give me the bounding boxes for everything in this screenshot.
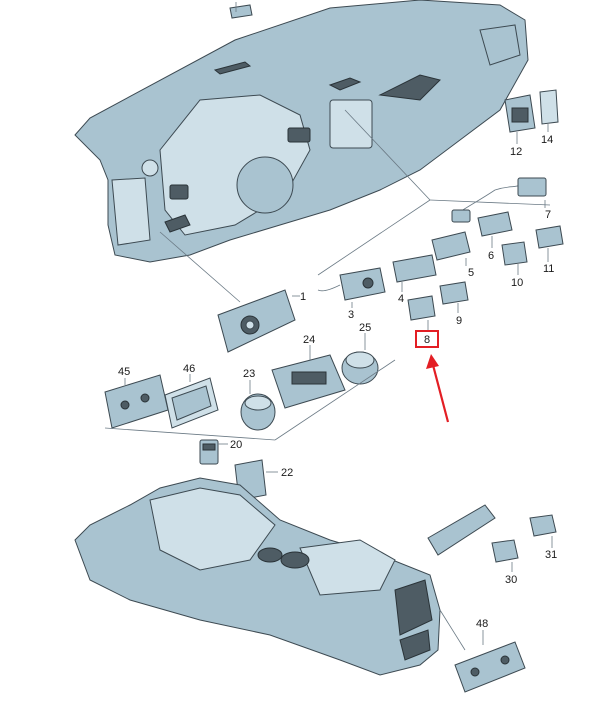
callout-10: 10: [511, 277, 523, 289]
dashboard: [74, 0, 529, 263]
callout-4: 4: [398, 293, 404, 305]
highlight-arrow-head: [426, 354, 439, 369]
part-12-switch: [504, 94, 536, 133]
part-45-panel: [104, 374, 169, 429]
part-1-light-switch: [217, 289, 296, 353]
highlight-box: [415, 330, 439, 348]
part-25-knob: [341, 351, 379, 385]
part-14-cover: [539, 89, 559, 125]
part-7-harness: [451, 177, 547, 223]
callout-14: 14: [541, 134, 553, 146]
callout-8: 8: [424, 334, 430, 346]
part-3-switch: [317, 267, 386, 301]
part-30-switch: [491, 539, 519, 563]
callout-24: 24: [303, 334, 315, 346]
callout-23: 23: [243, 368, 255, 380]
callout-9: 9: [456, 315, 462, 327]
callout-3: 3: [348, 309, 354, 321]
callout-31: 31: [545, 549, 557, 561]
callout-7: 7: [545, 209, 551, 221]
part-4-switch: [392, 254, 437, 283]
part-9-switch: [439, 281, 469, 305]
part-6-switch: [477, 211, 513, 237]
callout-6: 6: [488, 250, 494, 262]
callout-12: 12: [510, 146, 522, 158]
callout-46: 46: [183, 363, 195, 375]
part-8-switch: [407, 295, 436, 321]
callout-30: 30: [505, 574, 517, 586]
callout-22: 22: [281, 467, 293, 479]
callout-5: 5: [468, 267, 474, 279]
highlight-arrow-shaft: [431, 364, 450, 423]
callout-25: 25: [359, 322, 371, 334]
part-46-frame: [164, 377, 219, 429]
callout-1: 1: [300, 291, 306, 303]
callout-labels: 1 3 4 5 6 7 8 9 10 11 12 14 20 22 23 24 …: [118, 134, 557, 630]
part-20-switch: [199, 439, 219, 465]
callout-20: 20: [230, 439, 242, 451]
part-10-switch: [501, 241, 528, 266]
highlight-marker: [415, 330, 450, 423]
callout-48: 48: [476, 618, 488, 630]
callout-45: 45: [118, 366, 130, 378]
leader-lines: [104, 2, 553, 651]
callout-11: 11: [543, 263, 554, 275]
center-console: [74, 477, 441, 676]
part-31-switch: [529, 514, 557, 537]
part-23-knob: [240, 393, 276, 431]
part-tray: [427, 504, 496, 556]
part-11-switch: [535, 225, 564, 249]
part-5-switch: [431, 231, 471, 261]
part-48-panel: [454, 641, 526, 693]
part-24-panel: [271, 354, 346, 409]
